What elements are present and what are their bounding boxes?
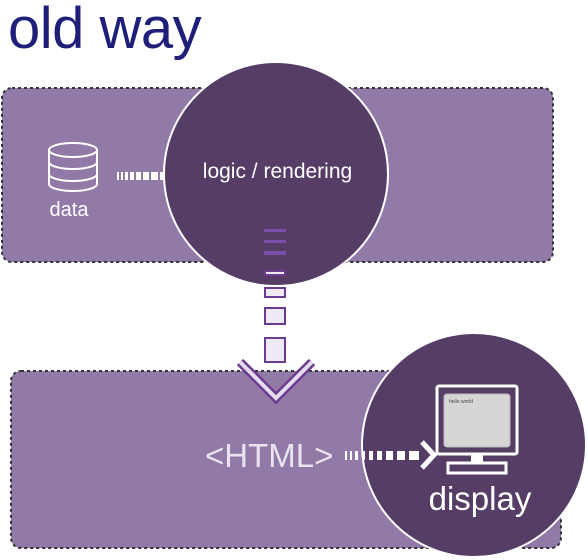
data-label: data bbox=[49, 199, 89, 221]
logic-to-html-arrow bbox=[236, 229, 316, 405]
database-icon bbox=[48, 142, 98, 192]
html-to-display-arrow bbox=[345, 440, 438, 470]
display-label: display bbox=[428, 480, 532, 517]
slide-title: old way bbox=[8, 0, 202, 61]
logic-circle bbox=[163, 61, 389, 287]
monitor-icon bbox=[435, 384, 519, 475]
screen-text: hello world bbox=[449, 399, 473, 405]
html-label: <HTML> bbox=[205, 437, 334, 474]
logic-rendering-label: logic / rendering bbox=[202, 160, 353, 183]
